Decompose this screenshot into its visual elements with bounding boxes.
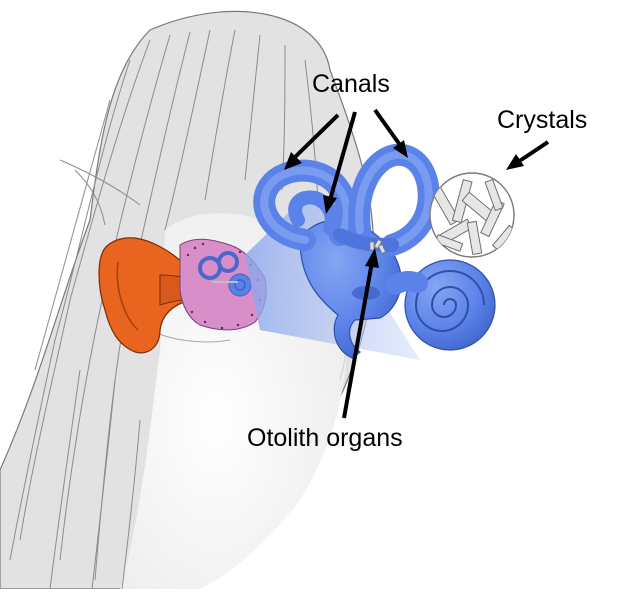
crystal-magnifier-icon	[430, 173, 515, 257]
crystals-label: Crystals	[497, 108, 587, 133]
canals-label: Canals	[312, 72, 390, 97]
otolith-organs-label: Otolith organs	[247, 426, 403, 451]
arrow-crystals	[506, 142, 548, 170]
